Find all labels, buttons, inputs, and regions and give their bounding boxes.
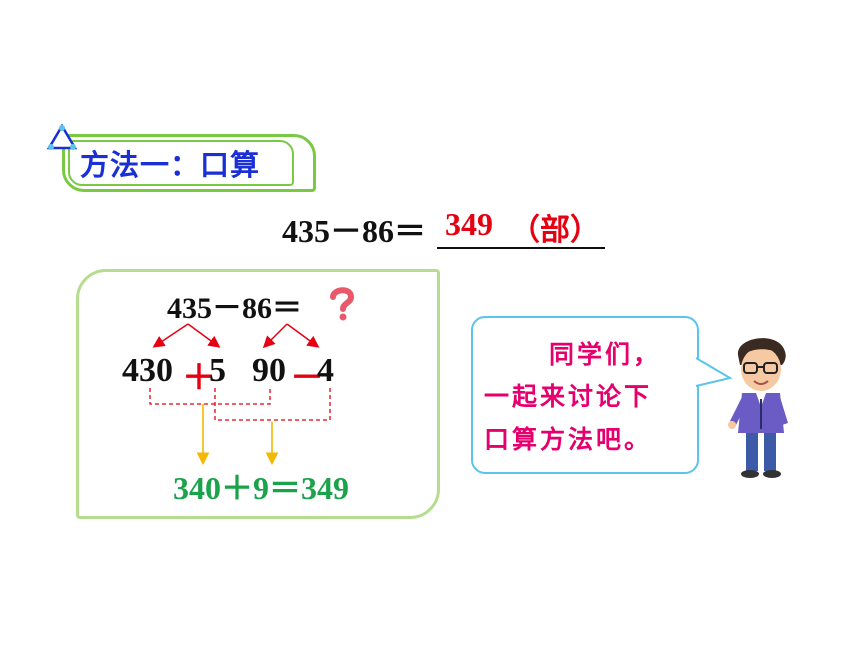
triangle-icon [47, 124, 77, 150]
answer-underline [437, 247, 605, 249]
method-badge-inner [68, 140, 294, 186]
number-90: 90 [252, 352, 286, 389]
number-4: 4 [317, 352, 334, 389]
teacher-icon [728, 338, 788, 478]
result-equation: 340＋9＝349 [173, 470, 350, 506]
bubble-text-line-1: 同学们， [549, 340, 662, 369]
speech-bubble [471, 316, 699, 474]
number-430: 430 [122, 352, 173, 389]
work-equation: 435－86＝ [167, 292, 302, 325]
main-unit: （部） [510, 213, 600, 248]
bubble-text-line-2: 一起来讨论下 [484, 382, 653, 411]
bubble-tail [694, 357, 733, 387]
main-answer: 349 [445, 206, 493, 242]
main-equation: 435－86＝ [282, 213, 427, 249]
work-box [76, 269, 440, 519]
bubble-text-line-3: 口算方法吧。 [484, 425, 653, 454]
question-icon [330, 287, 355, 321]
number-5: 5 [209, 352, 226, 389]
method-title: 方法一：口算 [80, 148, 261, 182]
